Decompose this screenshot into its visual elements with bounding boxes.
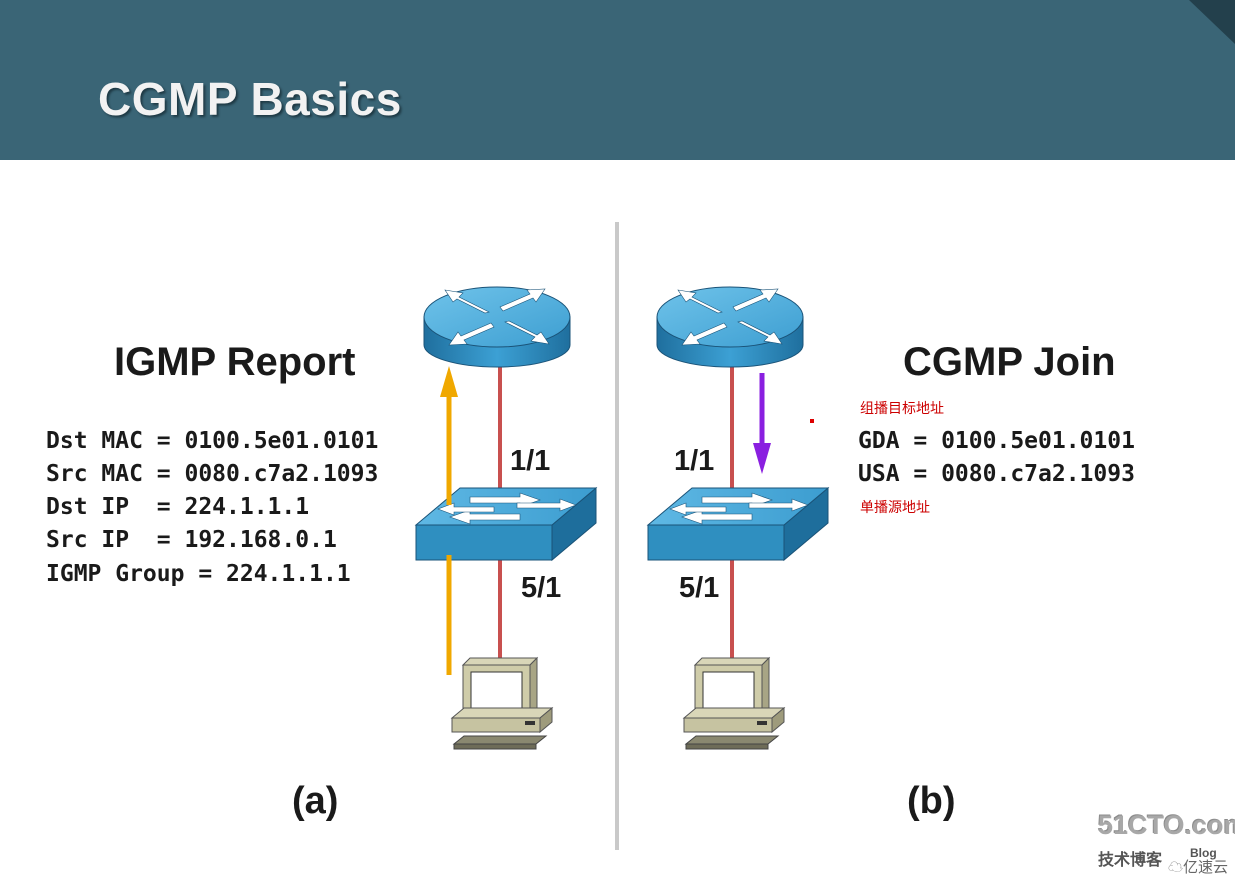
panel-a-port-lower: 5/1 bbox=[521, 572, 562, 604]
panel-a-caption: (a) bbox=[292, 780, 339, 822]
watermark-sub: 技术博客 bbox=[1098, 852, 1163, 869]
router-icon bbox=[423, 286, 571, 368]
panel-a-field-src-ip: Src IP = 192.168.0.1 bbox=[46, 527, 337, 553]
watermark-blog: Blog bbox=[1190, 846, 1217, 860]
watermark-corner: ☁亿速云 bbox=[1168, 856, 1228, 877]
slide-title: CGMP Basics bbox=[98, 73, 402, 125]
panel-a-port-upper: 1/1 bbox=[510, 445, 551, 477]
panel-b-heading: CGMP Join bbox=[903, 340, 1116, 384]
annotation-gda: 组播目标地址 bbox=[860, 401, 944, 417]
router-icon bbox=[656, 286, 804, 368]
panel-b-port-lower: 5/1 bbox=[679, 572, 720, 604]
panel-b-field-usa: USA = 0080.c7a2.1093 bbox=[858, 461, 1135, 487]
header-corner-decoration bbox=[1189, 0, 1235, 44]
watermark-brand: 51CTO.com bbox=[1098, 810, 1235, 840]
panel-b-port-upper: 1/1 bbox=[674, 445, 715, 477]
annotation-dot bbox=[810, 419, 814, 423]
panel-a-field-dst-ip: Dst IP = 224.1.1.1 bbox=[46, 494, 310, 520]
panel-a-field-src-mac: Src MAC = 0080.c7a2.1093 bbox=[46, 461, 379, 487]
cgmp-join-arrow bbox=[753, 373, 771, 474]
panel-a-field-dst-mac: Dst MAC = 0100.5e01.0101 bbox=[46, 428, 379, 454]
switch-icon bbox=[414, 486, 598, 562]
workstation-icon bbox=[682, 656, 786, 750]
watermark-corner-text: 亿速云 bbox=[1183, 859, 1229, 876]
title-bar: CGMP Basics bbox=[0, 0, 1235, 160]
igmp-report-arrow bbox=[440, 366, 458, 675]
workstation-icon bbox=[450, 656, 554, 750]
panel-b-caption: (b) bbox=[907, 780, 956, 822]
cloud-icon: ☁ bbox=[1168, 859, 1184, 876]
panel-a-heading: IGMP Report bbox=[114, 340, 356, 384]
panel-b-field-gda: GDA = 0100.5e01.0101 bbox=[858, 428, 1135, 454]
annotation-usa: 单播源地址 bbox=[860, 500, 930, 516]
panel-a-field-igmp-group: IGMP Group = 224.1.1.1 bbox=[46, 561, 351, 587]
panel-divider bbox=[615, 222, 619, 850]
switch-icon bbox=[646, 486, 830, 562]
